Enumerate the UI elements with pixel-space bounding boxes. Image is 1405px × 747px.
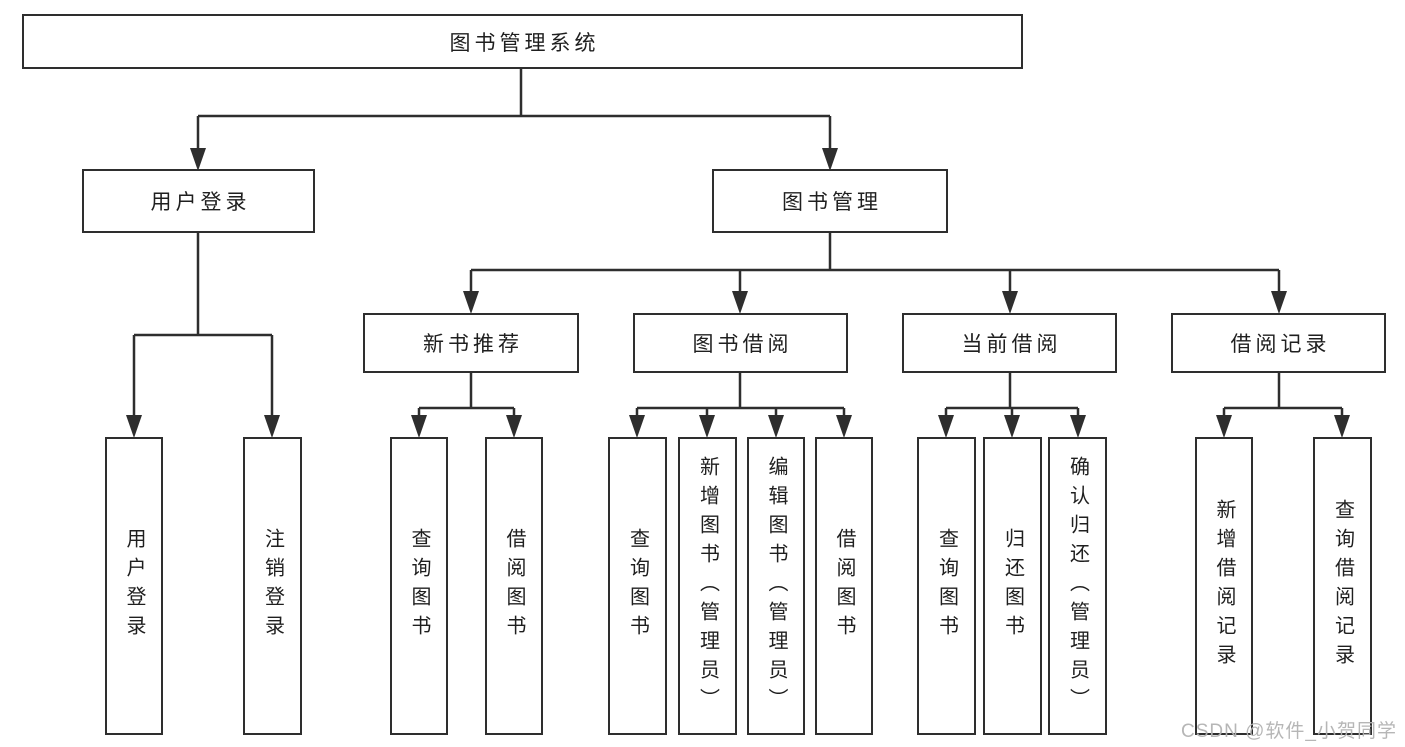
leaf-user-login-label: 用户登录 — [123, 528, 145, 644]
leaf-query-books-current: 查询图书 — [917, 437, 976, 735]
leaf-borrow-books: 借阅图书 — [815, 437, 873, 735]
leaf-logout-label: 注销登录 — [261, 528, 284, 644]
connector-currentborrow-to-leaves — [944, 372, 1080, 416]
leaf-query-books-recommend-label: 查询图书 — [408, 528, 430, 644]
leaf-edit-books-admin: 编辑图书（管理员） — [747, 437, 805, 735]
connector-bookborrow-to-leaves — [635, 372, 846, 416]
node-user-login: 用户登录 — [82, 169, 315, 233]
leaf-confirm-return-admin-label: 确认归还（管理员） — [1066, 455, 1089, 717]
connector-bookmgmt-to-level3 — [469, 233, 1281, 293]
leaf-logout: 注销登录 — [243, 437, 302, 735]
arrow-down-icons — [126, 148, 1350, 438]
leaf-return-books-label: 归还图书 — [1001, 528, 1024, 644]
connector-userlogin-to-leaves — [132, 233, 274, 416]
connector-newbook-to-leaves — [417, 372, 516, 416]
node-library-system-label: 图书管理系统 — [449, 31, 600, 55]
leaf-edit-books-admin-label: 编辑图书（管理员） — [765, 455, 787, 717]
node-borrowing-records: 借阅记录 — [1171, 313, 1386, 373]
leaf-query-books-current-label: 查询图书 — [935, 528, 958, 644]
node-book-management-label: 图书管理 — [782, 191, 882, 214]
leaf-borrow-books-recommend-label: 借阅图书 — [503, 528, 525, 644]
leaf-add-borrow-record-label: 新增借阅记录 — [1213, 499, 1235, 673]
node-new-book-recommendation-label: 新书推荐 — [423, 333, 523, 356]
connector-root-to-level2 — [196, 68, 832, 150]
csdn-watermark: CSDN @软件_小贺同学 — [1181, 721, 1397, 742]
leaf-query-borrow-record: 查询借阅记录 — [1313, 437, 1372, 735]
leaf-confirm-return-admin: 确认归还（管理员） — [1048, 437, 1107, 735]
leaf-borrow-books-label: 借阅图书 — [833, 528, 855, 644]
leaf-return-books: 归还图书 — [983, 437, 1042, 735]
leaf-query-books-borrow: 查询图书 — [608, 437, 667, 735]
leaf-query-borrow-record-label: 查询借阅记录 — [1331, 499, 1354, 673]
leaf-query-books-borrow-label: 查询图书 — [626, 528, 649, 644]
node-book-borrowing-label: 图书借阅 — [692, 333, 793, 356]
node-current-borrowing: 当前借阅 — [902, 313, 1117, 373]
leaf-borrow-books-recommend: 借阅图书 — [485, 437, 543, 735]
node-current-borrowing-label: 当前借阅 — [961, 333, 1062, 356]
node-user-login-label: 用户登录 — [150, 191, 251, 214]
leaf-query-books-recommend: 查询图书 — [390, 437, 448, 735]
node-book-management: 图书管理 — [712, 169, 948, 233]
connector-records-to-leaves — [1222, 372, 1344, 416]
leaf-add-books-admin: 新增图书（管理员） — [678, 437, 737, 735]
leaf-user-login: 用户登录 — [105, 437, 163, 735]
node-book-borrowing: 图书借阅 — [633, 313, 848, 373]
leaf-add-borrow-record: 新增借阅记录 — [1195, 437, 1253, 735]
node-borrowing-records-label: 借阅记录 — [1230, 333, 1331, 356]
node-library-system: 图书管理系统 — [22, 14, 1023, 69]
node-new-book-recommendation: 新书推荐 — [363, 313, 579, 373]
leaf-add-books-admin-label: 新增图书（管理员） — [696, 455, 719, 717]
